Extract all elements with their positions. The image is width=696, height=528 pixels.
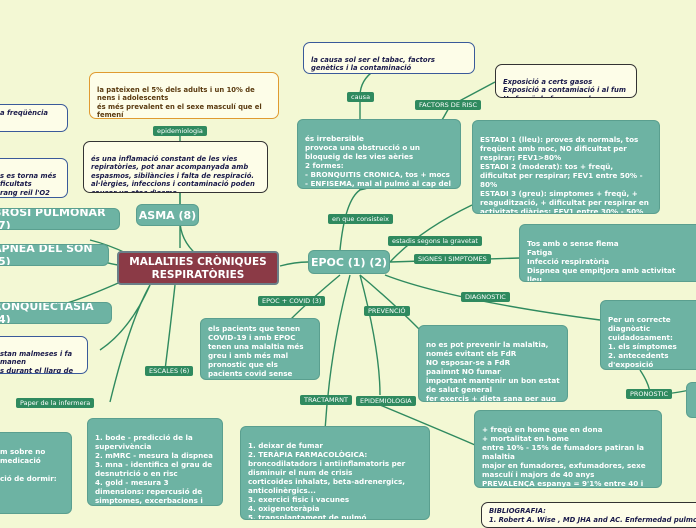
estadis-text: ESTADI 1 (lleu): proves dx normals, tos …: [480, 135, 649, 214]
label-covid-text: EPOC + COVID (3): [262, 297, 322, 305]
asma-label: ASMA (8): [138, 208, 197, 222]
covid-text: els pacients que tenen COVID-19 i amb EP…: [208, 324, 304, 379]
bibliografia-title: BIBLIOGRAFIA:: [489, 507, 546, 515]
asma-definition-note: és una inflamació constant de les vies r…: [83, 141, 268, 193]
causa-note: la causa sol ser el tabac, factors genèt…: [303, 42, 475, 74]
label-pronostic: PRONOSTIC: [626, 389, 673, 399]
label-factors-text: FACTORS DE RISC: [419, 101, 478, 109]
label-consisteix: en que consisteix: [328, 214, 393, 224]
apnea-label: APNEA DEL SON (5): [0, 244, 93, 266]
label-signes-text: SIGNES I SIMPTOMES: [418, 255, 487, 263]
covid-box: els pacients que tenen COVID-19 i amb EP…: [200, 318, 320, 380]
fibrosi-label: BROSI PULMONAR (7): [0, 208, 106, 230]
label-paper-text: Paper de la infermera: [20, 399, 91, 407]
epoc-definition: és irrebersible provoca una obstrucció o…: [297, 119, 461, 189]
asma-epi-text: la pateixen el 5% dels adults i un 10% d…: [97, 85, 262, 119]
label-escales-text: ESCALES (6): [149, 367, 190, 375]
label-estadis: estadis segons la gravetat: [388, 236, 482, 246]
label-prevencio: PREVENCIÓ: [364, 306, 410, 316]
label-epidemiologia-text: EPIDEMIOLOGIA: [360, 397, 412, 405]
label-tractament: TRACTAMRNT: [300, 395, 352, 405]
label-causa-text: causa: [351, 93, 371, 101]
left-note-top-text: a freqüència: [0, 109, 48, 117]
escales-text: 1. bode - predicció de la supervivència …: [95, 433, 214, 505]
central-node[interactable]: MALALTIES CRÒNIQUES RESPIRATÒRIES: [117, 251, 279, 285]
label-diagnostic-text: DIAGNOSTIC: [465, 293, 506, 301]
left-note-mid: s es torna més ficultats rang reil l'O2: [0, 158, 68, 198]
label-signes: SIGNES I SIMPTOMES: [414, 254, 491, 264]
left-note-low-text: stan malmeses i fa manen s durant el lla…: [0, 349, 74, 374]
pronostic-box: [686, 382, 696, 418]
asma-node[interactable]: ASMA (8): [136, 204, 199, 226]
bronquiectasia-label: RONQUIECTASIA (4): [0, 302, 94, 324]
label-paper: Paper de la infermera: [16, 398, 95, 408]
label-epidemiologia: EPIDEMIOLOGIA: [356, 396, 416, 406]
asma-epidemiologia-note: la pateixen el 5% dels adults i un 10% d…: [89, 72, 279, 119]
label-prevencio-text: PREVENCIÓ: [368, 307, 406, 315]
diagnostic-text: Per un correcte diagnòstic cuidadosament…: [608, 315, 677, 369]
label-escales: ESCALES (6): [145, 366, 194, 376]
bronquiectasia-node[interactable]: RONQUIECTASIA (4): [0, 302, 112, 324]
asma-def-text: és una inflamació constant de les vies r…: [91, 154, 255, 193]
left-note-paper-text: m sobre no medicació ció de dormir:: [0, 447, 57, 483]
tractament-box: 1. deixar de fumar 2. TERÀPIA FARMACOLÒG…: [240, 426, 430, 520]
epoc-label: EPOC (1) (2): [310, 255, 388, 269]
prevencio-text: no es pot prevenir la malaltia, només ev…: [426, 340, 560, 402]
estadis-box: ESTADI 1 (lleu): proves dx normals, tos …: [472, 120, 660, 214]
causa-text: la causa sol ser el tabac, factors genèt…: [311, 55, 460, 74]
label-consisteix-text: en que consisteix: [332, 215, 389, 223]
left-note-low: stan malmeses i fa manen s durant el lla…: [0, 336, 88, 374]
epoc-node[interactable]: EPOC (1) (2): [308, 250, 390, 274]
central-title-line2: RESPIRATÒRIES: [151, 269, 245, 281]
label-tractament-text: TRACTAMRNT: [304, 396, 348, 404]
left-note-paper: m sobre no medicació ció de dormir:: [0, 432, 72, 514]
escales-box: 1. bode - predicció de la supervivència …: [87, 418, 223, 506]
central-title-line1: MALALTIES CRÒNIQUES: [129, 256, 267, 268]
label-pronostic-text: PRONOSTIC: [630, 390, 669, 398]
apnea-node[interactable]: APNEA DEL SON (5): [0, 244, 109, 266]
factors-text: Exposició a certs gasos Exposició a cont…: [503, 77, 626, 98]
label-epidemiologia-asma: epidemiologia: [153, 126, 207, 136]
left-note-top: a freqüència: [0, 104, 68, 132]
epoc-definition-text: és irrebersible provoca una obstrucció o…: [305, 134, 451, 188]
signes-text: Tos amb o sense flema Fatiga Infecció re…: [527, 239, 676, 282]
tractament-text: 1. deixar de fumar 2. TERÀPIA FARMACOLÒG…: [248, 441, 406, 520]
label-covid: EPOC + COVID (3): [258, 296, 326, 306]
epidemiologia-box: + freqü en home que en dona + mortalitat…: [474, 410, 662, 488]
signes-box: Tos amb o sense flema Fatiga Infecció re…: [519, 224, 696, 282]
prevencio-box: no es pot prevenir la malaltia, només ev…: [418, 325, 568, 402]
diagnostic-box: Per un correcte diagnòstic cuidadosament…: [600, 300, 696, 370]
label-factors: FACTORS DE RISC: [415, 100, 482, 110]
bibliografia-note: BIBLIOGRAFIA: 1. Robert A. Wise , MD JHA…: [481, 502, 696, 528]
label-causa: causa: [347, 92, 375, 102]
factors-note: Exposició a certs gasos Exposició a cont…: [495, 64, 637, 98]
label-estadis-text: estadis segons la gravetat: [392, 237, 478, 245]
left-note-mid-text: s es torna més ficultats rang reil l'O2: [0, 171, 57, 197]
label-diagnostic: DIAGNOSTIC: [461, 292, 510, 302]
epidemiologia-text: + freqü en home que en dona + mortalitat…: [482, 425, 646, 488]
label-epidemiologia-asma-text: epidemiologia: [157, 127, 203, 135]
fibrosi-node[interactable]: BROSI PULMONAR (7): [0, 208, 120, 230]
